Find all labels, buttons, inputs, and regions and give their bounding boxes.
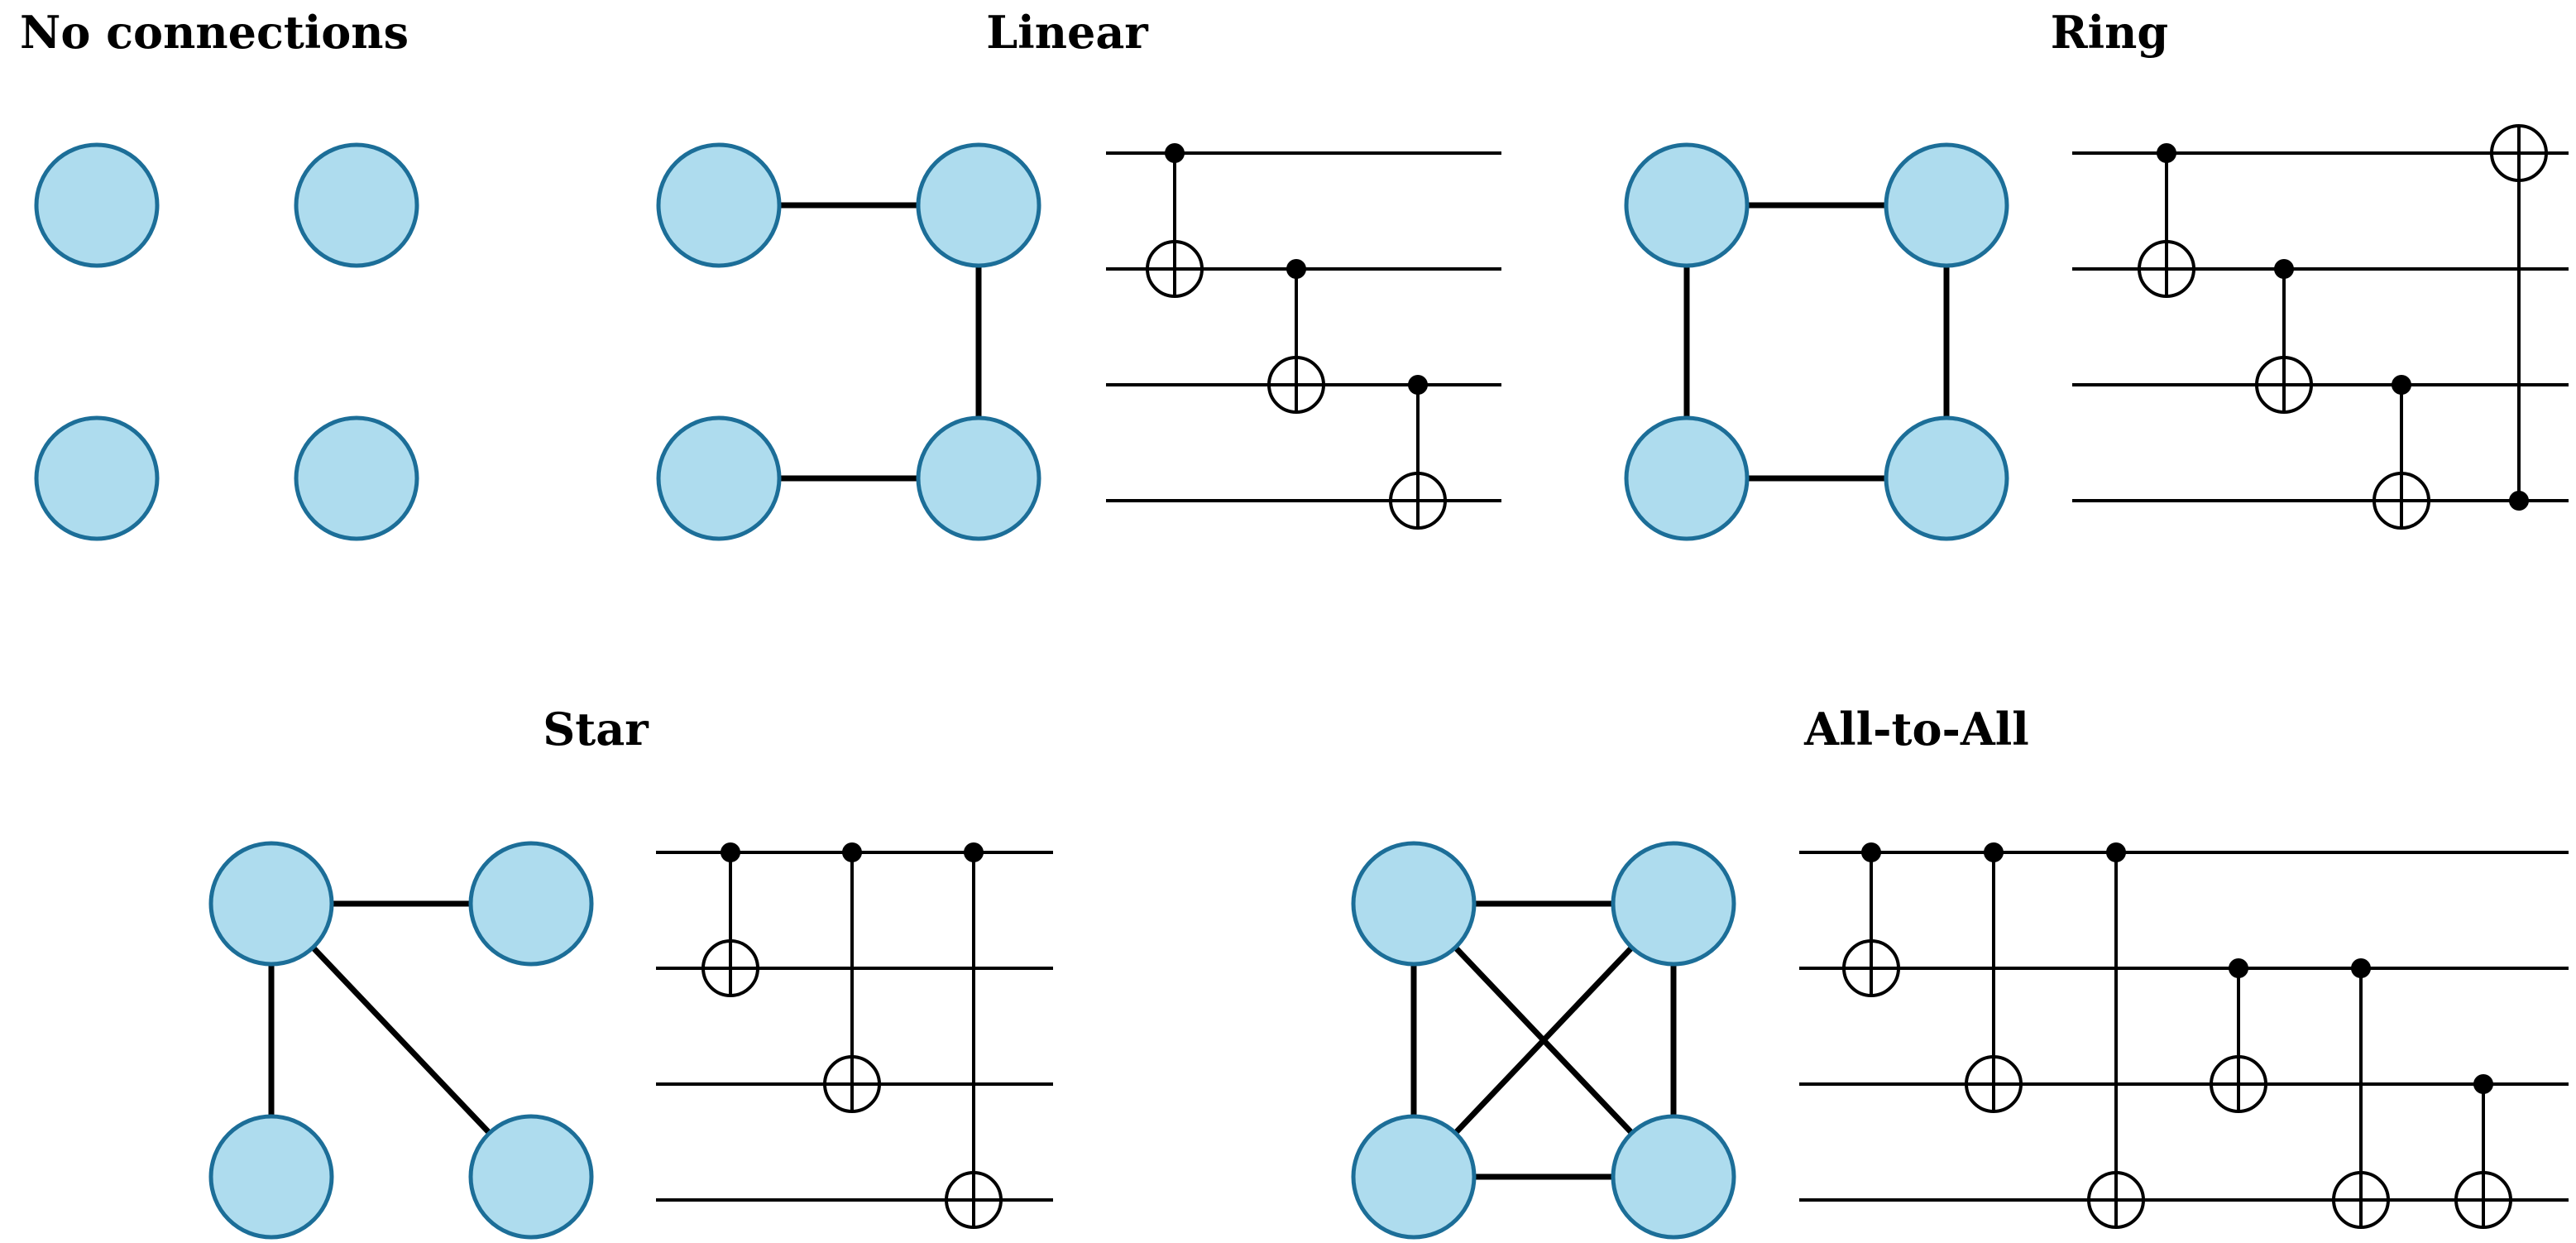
panel-all-to-all: All-to-All — [1351, 703, 2569, 1240]
cnot-control-dot — [842, 842, 862, 862]
qubit-node-3 — [1611, 1114, 1736, 1240]
qubit-node-2 — [208, 1114, 334, 1240]
qubit-node-3 — [468, 1114, 594, 1240]
cnot-control-dot — [964, 842, 984, 862]
panel-title-all-to-all: All-to-All — [1803, 703, 2029, 756]
cnot-control-dot — [1984, 842, 2004, 862]
qubit-node-3 — [294, 415, 419, 541]
qubit-node-0 — [656, 142, 782, 268]
qubit-node-1 — [468, 841, 594, 967]
cnot-control-dot — [1408, 375, 1428, 395]
cnot-control-dot — [1861, 842, 1881, 862]
panel-title-linear: Linear — [986, 6, 1148, 59]
panel-title-star: Star — [543, 703, 649, 756]
panel-title-ring: Ring — [2051, 6, 2168, 59]
circuit-linear — [1106, 143, 1501, 530]
qubit-node-3 — [916, 415, 1041, 541]
qubit-node-2 — [1351, 1114, 1477, 1240]
qubit-node-1 — [916, 142, 1041, 268]
cnot-control-dot — [2473, 1074, 2493, 1094]
circuit-ring — [2072, 124, 2569, 530]
cnot-control-dot — [2106, 842, 2126, 862]
panel-no-connections: No connections — [20, 6, 419, 541]
qubit-node-0 — [34, 142, 160, 268]
qubit-node-2 — [656, 415, 782, 541]
cnot-control-dot — [721, 842, 740, 862]
qubit-node-3 — [1884, 415, 2009, 541]
cnot-control-dot — [1165, 143, 1185, 163]
panel-linear: Linear — [656, 6, 1501, 541]
qubit-node-2 — [1624, 415, 1750, 541]
cnot-control-dot — [2157, 143, 2176, 163]
qubit-node-1 — [294, 142, 419, 268]
cnot-control-dot — [2392, 375, 2411, 395]
cnot-control-dot — [2509, 491, 2529, 511]
panel-ring: Ring — [1624, 6, 2569, 541]
panel-title-no-connections: No connections — [20, 6, 409, 59]
qubit-node-1 — [1884, 142, 2009, 268]
qubit-node-1 — [1611, 841, 1736, 967]
qubit-node-0 — [1351, 841, 1477, 967]
cnot-control-dot — [2351, 958, 2371, 978]
circuit-all-to-all — [1799, 842, 2569, 1229]
cnot-control-dot — [2274, 259, 2294, 279]
panel-star: Star — [208, 703, 1053, 1240]
graph-edge — [269, 901, 534, 1179]
qubit-node-0 — [208, 841, 334, 967]
circuit-star — [656, 842, 1053, 1229]
qubit-node-0 — [1624, 142, 1750, 268]
qubit-node-2 — [34, 415, 160, 541]
graph-edge — [1411, 901, 1676, 1179]
cnot-control-dot — [2229, 958, 2248, 978]
cnot-control-dot — [1286, 259, 1306, 279]
